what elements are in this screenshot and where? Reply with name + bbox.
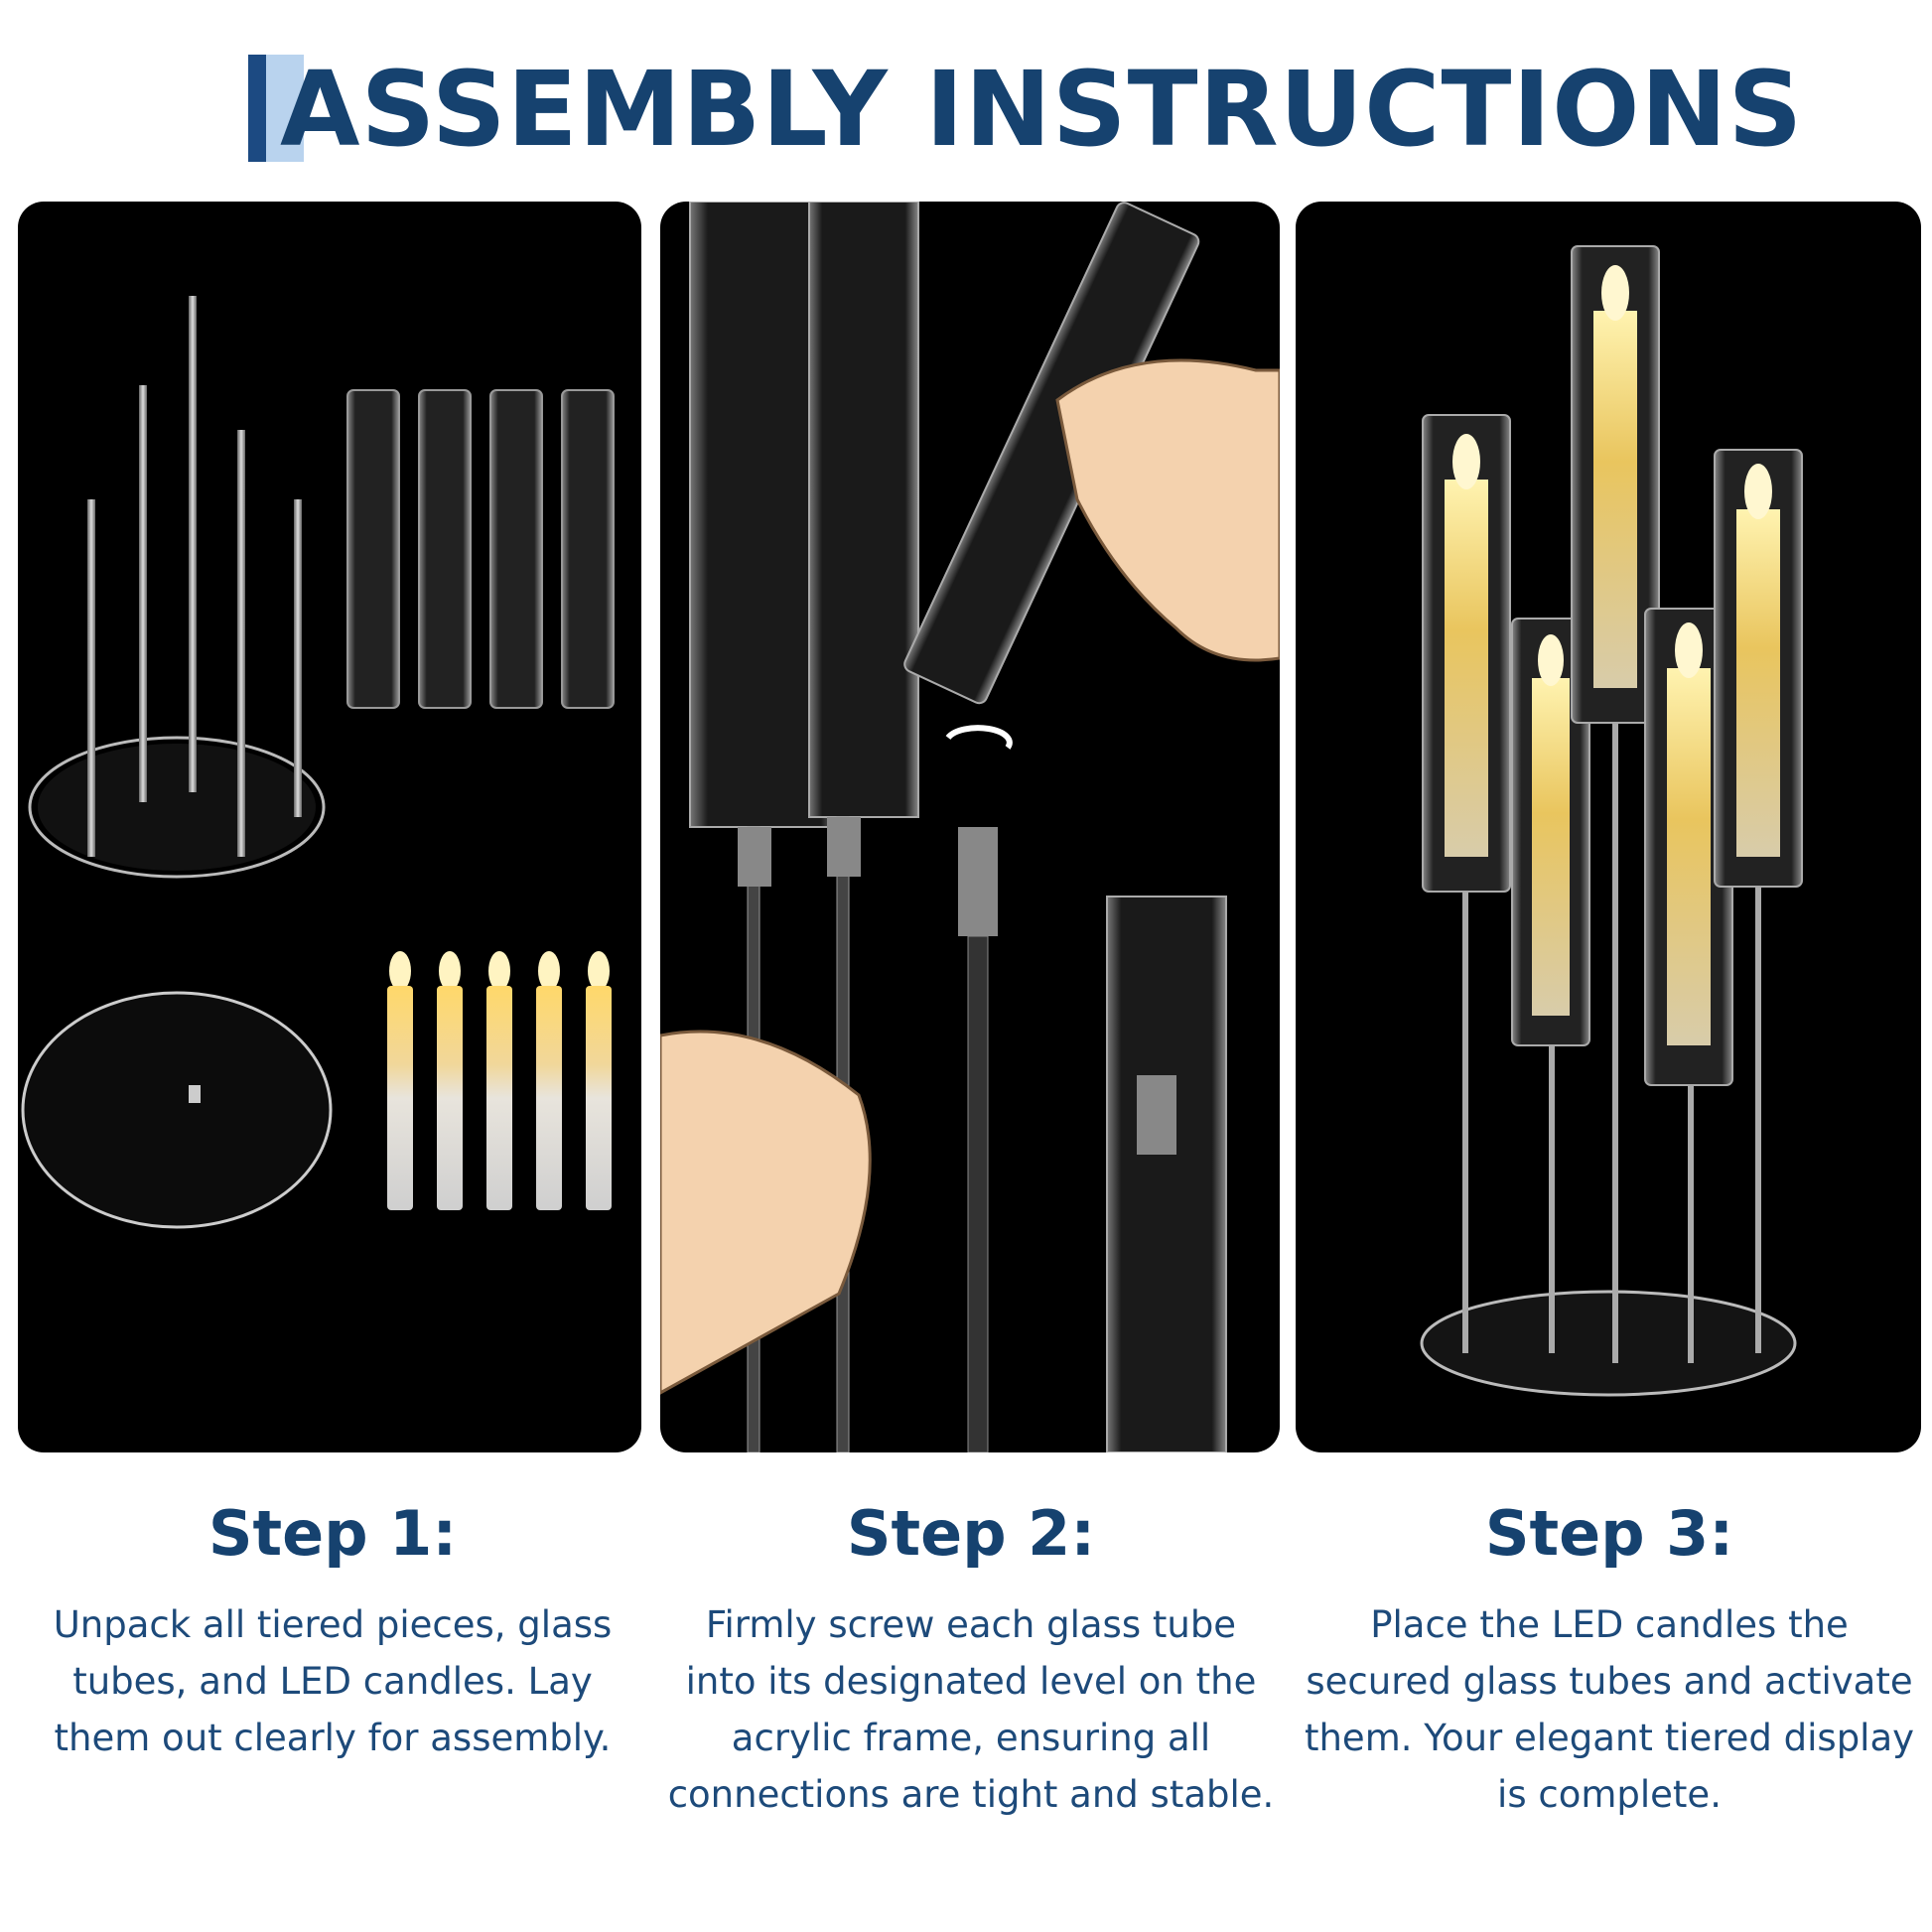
rod-5 xyxy=(294,499,302,817)
step-1: Step 1: Unpack all tiered pieces, glass … xyxy=(30,1489,635,1766)
title-accent-bar-dark xyxy=(248,55,266,162)
title-accent-bar-light xyxy=(266,55,304,162)
glass-tube-2 xyxy=(418,389,472,709)
step-3-heading: Step 3: xyxy=(1484,1497,1734,1570)
step-2-image-panel xyxy=(660,202,1280,1452)
led-candle-5 xyxy=(586,951,612,1210)
glass-tube-4 xyxy=(561,389,615,709)
step-1-image-panel xyxy=(18,202,641,1452)
thread-connector xyxy=(958,827,998,936)
candle-holder-3 xyxy=(1571,245,1660,724)
step-3-text: Place the LED candles the secured glass … xyxy=(1304,1603,1915,1816)
page-title: ASSEMBLY INSTRUCTIONS xyxy=(280,49,1804,170)
led-candle-3 xyxy=(486,951,512,1210)
step-3-image-panel xyxy=(1296,202,1921,1452)
completed-candelabra-illustration xyxy=(1420,245,1803,1397)
acrylic-base xyxy=(1420,1290,1797,1397)
unpacked-parts-illustration xyxy=(21,296,615,1229)
glass-tube-1 xyxy=(346,389,400,709)
led-candle-4 xyxy=(536,951,562,1210)
thread-middle xyxy=(827,817,861,877)
title-header: ASSEMBLY INSTRUCTIONS xyxy=(0,45,1932,174)
glass-tube-3 xyxy=(489,389,543,709)
step-3: Step 3: Place the LED candles the secure… xyxy=(1303,1489,1916,1823)
rotate-arrow-icon xyxy=(945,725,1013,750)
hand-bottom xyxy=(660,1030,872,1395)
screwing-tube-illustration xyxy=(660,202,1280,1452)
acrylic-base xyxy=(21,991,333,1229)
tiered-rods xyxy=(87,296,302,857)
step-2: Step 2: Firmly screw each glass tube int… xyxy=(665,1489,1277,1823)
candle-holder-5 xyxy=(1714,449,1803,888)
glass-tube-right xyxy=(1106,896,1227,1452)
rod-4 xyxy=(237,430,245,857)
thread-left xyxy=(738,827,771,887)
candle-holder-1 xyxy=(1422,414,1511,893)
step-1-text: Unpack all tiered pieces, glass tubes, a… xyxy=(53,1603,613,1759)
candle-holder-2 xyxy=(1511,618,1590,1046)
rod-1 xyxy=(87,499,95,857)
glass-tubes xyxy=(346,389,615,709)
step-1-heading: Step 1: xyxy=(207,1497,458,1570)
led-candle-1 xyxy=(387,951,413,1210)
led-candles xyxy=(387,951,612,1210)
step-2-heading: Step 2: xyxy=(846,1497,1096,1570)
step-2-text: Firmly screw each glass tube into its de… xyxy=(667,1603,1275,1816)
glass-tube-middle xyxy=(808,202,919,818)
rod-2 xyxy=(139,385,147,802)
hand-top xyxy=(1055,358,1280,662)
led-candle-2 xyxy=(437,951,463,1210)
rod-3 xyxy=(189,296,197,792)
